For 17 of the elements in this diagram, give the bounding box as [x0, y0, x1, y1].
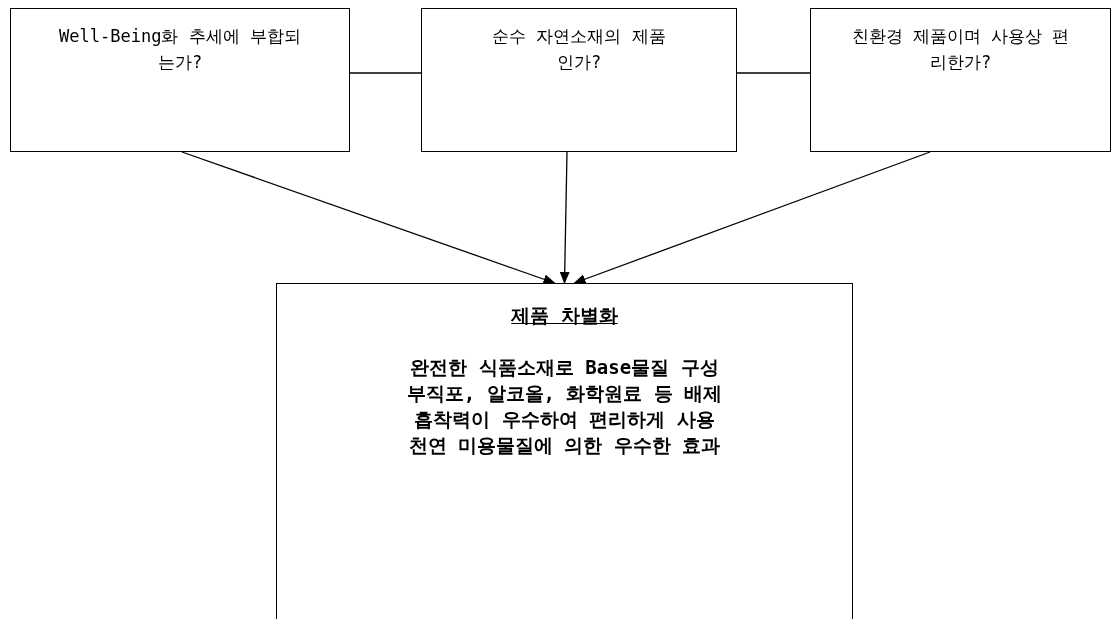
arrow — [181, 151, 556, 285]
bullet-text: 완전한 식품소재로 Base물질 구성 — [410, 355, 719, 380]
connector-line — [349, 72, 422, 74]
question-box — [10, 8, 350, 152]
question-text: 친환경 제품이며 사용상 편리한가? — [850, 25, 1071, 74]
question-text: 순수 자연소재의 제품인가? — [491, 25, 667, 74]
heading: 제품 차별화 — [511, 303, 618, 328]
question-text: Well-Being화 추세에 부합되는가? — [58, 25, 302, 74]
bullet-text: 부직포, 알코올, 화학원료 등 배제 — [406, 381, 723, 406]
arrow — [559, 151, 570, 284]
question-box — [421, 8, 737, 152]
question-box — [810, 8, 1111, 152]
result-box — [276, 283, 853, 619]
connector-line — [736, 72, 811, 74]
arrow — [573, 151, 931, 284]
bullet-text: 흡착력이 우수하여 편리하게 사용 — [414, 407, 715, 432]
bullet-text: 천연 미용물질에 의한 우수한 효과 — [408, 433, 721, 458]
